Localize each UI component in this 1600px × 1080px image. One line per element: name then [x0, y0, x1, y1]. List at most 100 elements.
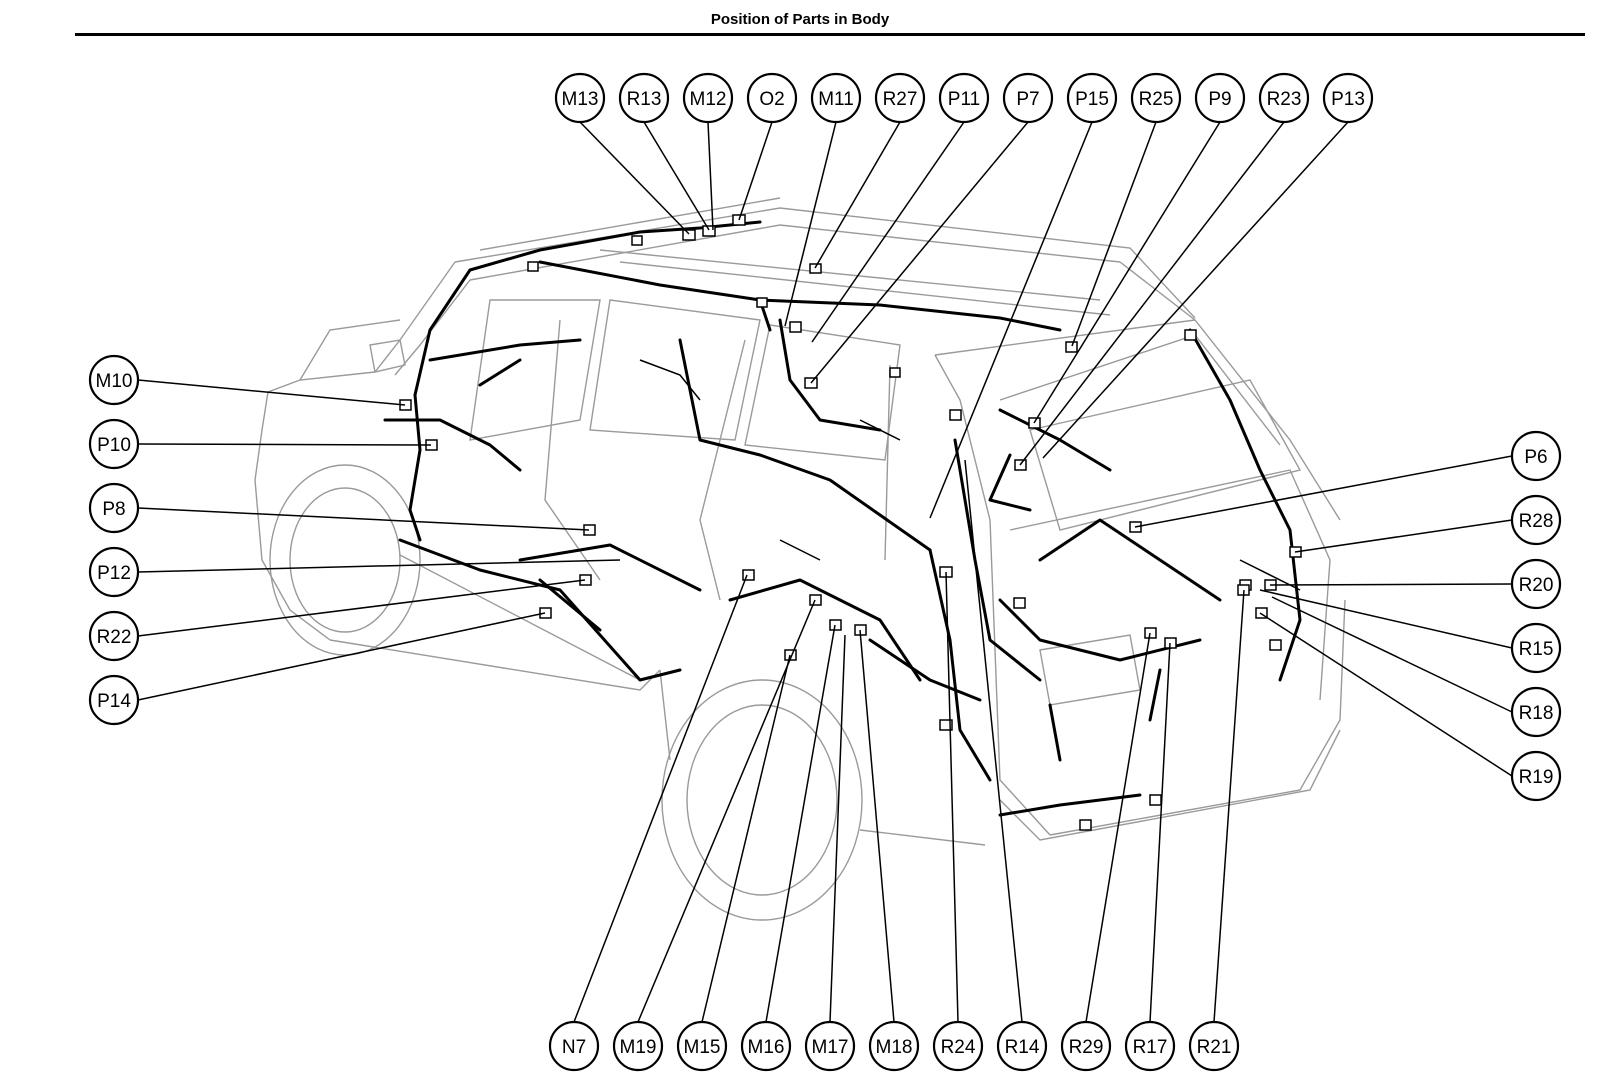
wiring-harness-thin	[639, 359, 1301, 591]
callout-p12: P12	[88, 546, 140, 598]
callout-r27: R27	[874, 72, 926, 124]
callout-label: M12	[690, 89, 727, 110]
callout-circle	[1188, 1020, 1240, 1072]
callout-m10: M10	[88, 354, 140, 406]
callout-label: P9	[1208, 89, 1231, 110]
callout-r25: R25	[1130, 72, 1182, 124]
callout-circle	[868, 1020, 920, 1072]
callout-m15: M15	[676, 1020, 728, 1072]
callout-label: R14	[1005, 1037, 1040, 1058]
callout-label: M11	[818, 89, 854, 110]
callout-r23: R23	[1258, 72, 1310, 124]
callout-label: R19	[1519, 767, 1554, 788]
callout-circle	[676, 1020, 728, 1072]
callout-circle	[88, 674, 140, 726]
callout-circle	[804, 1020, 856, 1072]
callout-label: R17	[1133, 1037, 1168, 1058]
callout-label: M15	[684, 1037, 721, 1058]
callout-m16: M16	[740, 1020, 792, 1072]
callout-circle	[88, 610, 140, 662]
callout-label: P14	[97, 691, 131, 712]
callout-circle	[1322, 72, 1374, 124]
callout-circle	[1510, 750, 1562, 802]
callout-n7: N7	[548, 1020, 600, 1072]
callout-label: M10	[96, 371, 133, 392]
callout-label: R29	[1069, 1037, 1104, 1058]
callout-circle	[996, 1020, 1048, 1072]
callout-r19: R19	[1510, 750, 1562, 802]
callout-r13: R13	[618, 72, 670, 124]
callout-r18: R18	[1510, 686, 1562, 738]
callout-p15: P15	[1066, 72, 1118, 124]
callout-label: R13	[627, 89, 662, 110]
callout-circle	[1510, 686, 1562, 738]
callout-label: P10	[97, 435, 131, 456]
callout-circle	[746, 72, 798, 124]
callout-circle	[1510, 558, 1562, 610]
callout-label: M18	[876, 1037, 913, 1058]
callout-label: R22	[97, 627, 132, 648]
callout-r17: R17	[1124, 1020, 1176, 1072]
callout-m17: M17	[804, 1020, 856, 1072]
callout-group: M13 R13 M12 O2 M11 R27 P11 P7 P15 R25 P9 R23 P13M10P…	[88, 72, 1562, 1072]
callout-circle	[740, 1020, 792, 1072]
callout-label: P15	[1075, 89, 1109, 110]
callout-label: P13	[1331, 89, 1365, 110]
callout-label: P8	[102, 499, 125, 520]
callout-label: R27	[883, 89, 918, 110]
wiring-harness	[383, 220, 1302, 817]
callout-p8: P8	[88, 482, 140, 534]
callout-label: N7	[562, 1037, 586, 1058]
callout-m19: M19	[612, 1020, 664, 1072]
callout-r20: R20	[1510, 558, 1562, 610]
callout-circle	[1510, 430, 1562, 482]
callout-circle	[932, 1020, 984, 1072]
callout-label: M13	[562, 89, 599, 110]
callout-circle	[682, 72, 734, 124]
page-title: Position of Parts in Body	[710, 11, 890, 28]
callout-m12: M12	[682, 72, 734, 124]
callout-label: M19	[620, 1037, 657, 1058]
callout-circle	[88, 354, 140, 406]
callout-r24: R24	[932, 1020, 984, 1072]
callout-circle	[548, 1020, 600, 1072]
callout-circle	[1066, 72, 1118, 124]
callout-circle	[1130, 72, 1182, 124]
callout-label: R24	[941, 1037, 976, 1058]
callout-circle	[810, 72, 862, 124]
callout-label: R18	[1519, 703, 1554, 724]
title-rule	[75, 33, 1585, 36]
callout-circle	[938, 72, 990, 124]
callout-circle	[612, 1020, 664, 1072]
callout-label: R28	[1519, 511, 1554, 532]
callout-label: M17	[812, 1037, 849, 1058]
callout-o2: O2	[746, 72, 798, 124]
callout-label: P6	[1524, 447, 1547, 468]
callout-circle	[618, 72, 670, 124]
callout-circle	[874, 72, 926, 124]
callout-p13: P13	[1322, 72, 1374, 124]
callout-p14: P14	[88, 674, 140, 726]
callout-label: M16	[748, 1037, 785, 1058]
callout-circle	[1002, 72, 1054, 124]
callout-label: R23	[1267, 89, 1302, 110]
callout-circle	[1124, 1020, 1176, 1072]
callout-circle	[88, 546, 140, 598]
callout-p11: P11	[938, 72, 990, 124]
callout-label: R20	[1519, 575, 1554, 596]
callout-p9: P9	[1194, 72, 1246, 124]
callout-circle	[1258, 72, 1310, 124]
callout-label: O2	[759, 89, 784, 110]
callout-circle	[1510, 494, 1562, 546]
callout-label: R21	[1197, 1037, 1232, 1058]
callout-circle	[554, 72, 606, 124]
callout-p7: P7	[1002, 72, 1054, 124]
callout-label: P7	[1016, 89, 1039, 110]
callout-p10: P10	[88, 418, 140, 470]
callout-r15: R15	[1510, 622, 1562, 674]
callout-circle	[1060, 1020, 1112, 1072]
callout-m18: M18	[868, 1020, 920, 1072]
callout-circle	[88, 482, 140, 534]
callout-label: P11	[948, 89, 980, 110]
